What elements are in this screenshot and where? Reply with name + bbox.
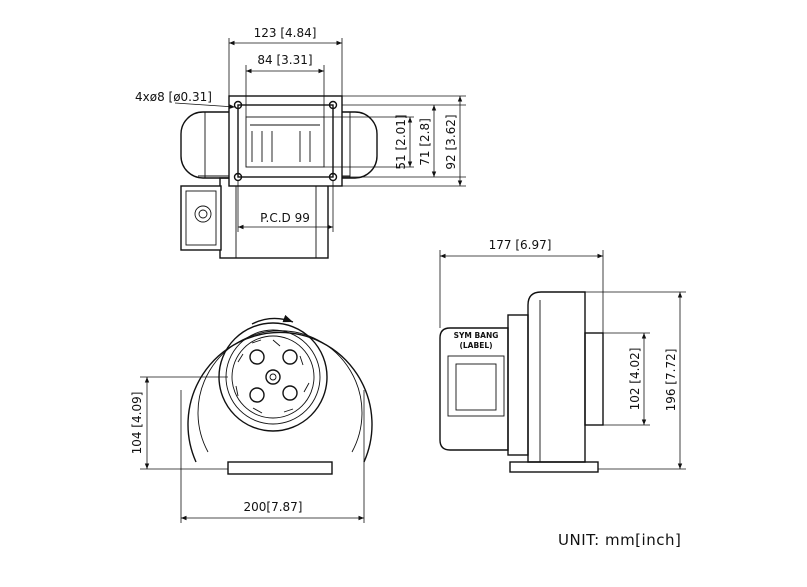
top-junction-box bbox=[180, 185, 222, 251]
motor-label-tag: (LABEL) bbox=[459, 341, 492, 350]
side-view: SYM BANG (LABEL) 177 [6.97] 102 [4.02] 1… bbox=[439, 238, 686, 473]
rotation-arrow-icon bbox=[251, 314, 294, 325]
front-base-foot bbox=[227, 461, 333, 475]
front-inlet bbox=[218, 322, 328, 432]
dim-front-width: 200[7.87] bbox=[244, 500, 303, 514]
front-volute bbox=[187, 331, 373, 463]
bolt-hole-icon bbox=[233, 100, 338, 182]
dim-side-depth: 177 [6.97] bbox=[489, 238, 552, 252]
front-view: 104 [4.09] 200[7.87] bbox=[130, 314, 373, 523]
side-motor bbox=[507, 314, 529, 456]
top-flange bbox=[228, 95, 343, 187]
top-outlet bbox=[245, 116, 325, 168]
side-housing bbox=[527, 291, 586, 463]
dim-side-196: 196 [7.72] bbox=[664, 349, 678, 412]
motor-label-brand: SYM BANG bbox=[454, 331, 499, 340]
unit-note: UNIT: mm[inch] bbox=[558, 531, 682, 549]
top-view: 123 [4.84] 84 [3.31] 4xø8 [ø0.31] 51 [2.… bbox=[135, 26, 466, 259]
dim-overall-width: 123 [4.84] bbox=[254, 26, 317, 40]
impeller-icon bbox=[235, 339, 310, 414]
dim-pcd: P.C.D 99 bbox=[260, 211, 310, 225]
side-outlet bbox=[584, 332, 604, 426]
dim-51: 51 [2.01] bbox=[394, 114, 408, 169]
dim-inner-width: 84 [3.31] bbox=[257, 53, 312, 67]
dim-71: 71 [2.8] bbox=[418, 118, 432, 166]
dim-side-102: 102 [4.02] bbox=[628, 348, 642, 411]
dim-92: 92 [3.62] bbox=[444, 114, 458, 169]
dim-front-height: 104 [4.09] bbox=[130, 392, 144, 455]
side-base-foot bbox=[509, 461, 599, 473]
dim-holes: 4xø8 [ø0.31] bbox=[135, 90, 212, 104]
